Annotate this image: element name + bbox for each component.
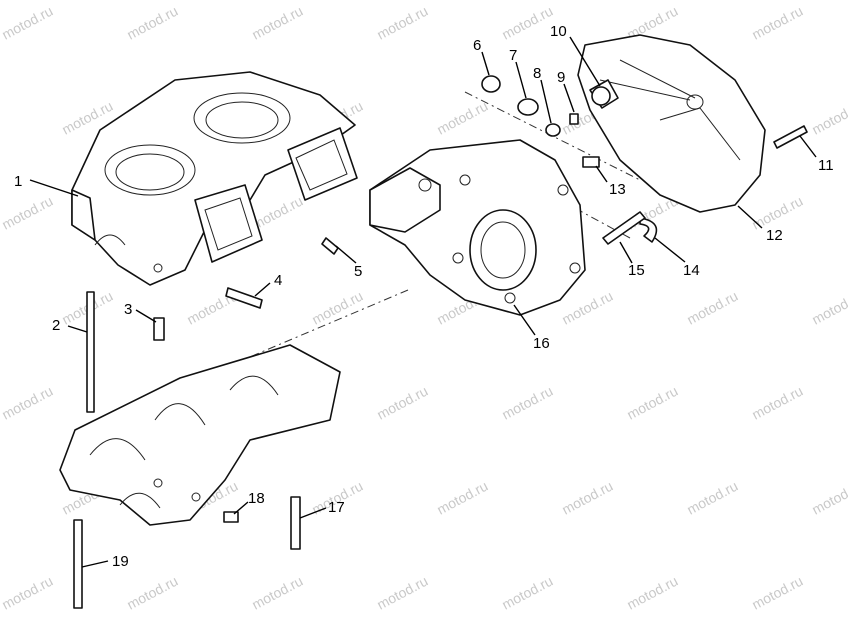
- watermark-text: motod.ru: [624, 573, 680, 613]
- callout-6: 6: [473, 37, 481, 54]
- watermark-text: motod.ru: [249, 3, 305, 43]
- callout-9: 9: [557, 69, 565, 86]
- callout-5: 5: [354, 263, 362, 280]
- callout-19: 19: [112, 553, 129, 570]
- watermark-text: motod.ru: [749, 3, 805, 43]
- pin-part-13: [582, 156, 600, 168]
- leader-lines: [29, 36, 817, 568]
- watermark-text: motod.ru: [0, 193, 55, 233]
- washer-part-8: [545, 123, 561, 137]
- callout-18: 18: [248, 490, 265, 507]
- watermark-text: motod.ru: [374, 573, 430, 613]
- bolt-part-4: [225, 287, 263, 309]
- watermark-text: motod.ru: [749, 573, 805, 613]
- watermark-text: motod.ru: [684, 478, 740, 518]
- watermark-text: motod.ru: [809, 98, 848, 138]
- watermark-text: motod.ru: [434, 478, 490, 518]
- watermark-text: motod.ru: [499, 573, 555, 613]
- screw-part-9: [569, 113, 579, 125]
- callout-8: 8: [533, 65, 541, 82]
- watermark-text: motod.ru: [499, 3, 555, 43]
- lower-crankcase: [59, 344, 341, 526]
- bolt-part-11: [773, 125, 808, 149]
- side-cover: [577, 34, 766, 213]
- screw-part-18: [223, 511, 239, 523]
- watermark-text: motod.ru: [809, 478, 848, 518]
- bolt-part-15: [602, 211, 646, 245]
- stud-part-17: [290, 496, 301, 550]
- callout-14: 14: [683, 262, 700, 279]
- watermark-text: motod.ru: [684, 288, 740, 328]
- callout-7: 7: [509, 47, 517, 64]
- watermark-text: motod.ru: [0, 573, 55, 613]
- watermark-text: motod.ru: [499, 383, 555, 423]
- seal-part-6: [481, 75, 501, 93]
- callout-17: 17: [328, 499, 345, 516]
- watermark-text: motod.ru: [809, 288, 848, 328]
- end-housing: [369, 139, 586, 316]
- watermark-text: motod.ru: [249, 573, 305, 613]
- watermark-text: motod.ru: [559, 478, 615, 518]
- callout-12: 12: [766, 227, 783, 244]
- small-parts: [73, 75, 808, 609]
- callout-13: 13: [609, 181, 626, 198]
- watermark-text: motod.ru: [624, 383, 680, 423]
- watermark-text: motod.ru: [559, 288, 615, 328]
- stud-long: [86, 291, 95, 413]
- upper-crankcase: [71, 71, 358, 286]
- watermark-text: motod.ru: [0, 383, 55, 423]
- callout-3: 3: [124, 301, 132, 318]
- watermark-text: motod.ru: [374, 3, 430, 43]
- clip-part-14: [639, 217, 658, 243]
- fitting-part-5: [321, 237, 339, 255]
- callout-1: 1: [14, 173, 22, 190]
- watermark-text: motod.ru: [124, 573, 180, 613]
- callout-11: 11: [818, 157, 834, 174]
- watermark-text: motod.ru: [374, 383, 430, 423]
- watermark-text: motod.ru: [309, 288, 365, 328]
- watermark-text: motod.ru: [0, 3, 55, 43]
- watermark-text: motod.ru: [124, 3, 180, 43]
- callout-2: 2: [52, 317, 60, 334]
- watermark-text: motod.ru: [434, 98, 490, 138]
- callout-16: 16: [533, 335, 550, 352]
- callout-10: 10: [550, 23, 567, 40]
- dowel-pin: [153, 317, 165, 341]
- watermark-text: motod.ru: [749, 383, 805, 423]
- callout-labels: 1 2 3 4 5 6 7 8 9 10 11 12 13 14 15 16 1…: [14, 23, 834, 570]
- stud-part-19: [73, 519, 83, 609]
- callout-4: 4: [274, 272, 282, 289]
- callout-15: 15: [628, 262, 645, 279]
- plug-part-7: [517, 98, 539, 116]
